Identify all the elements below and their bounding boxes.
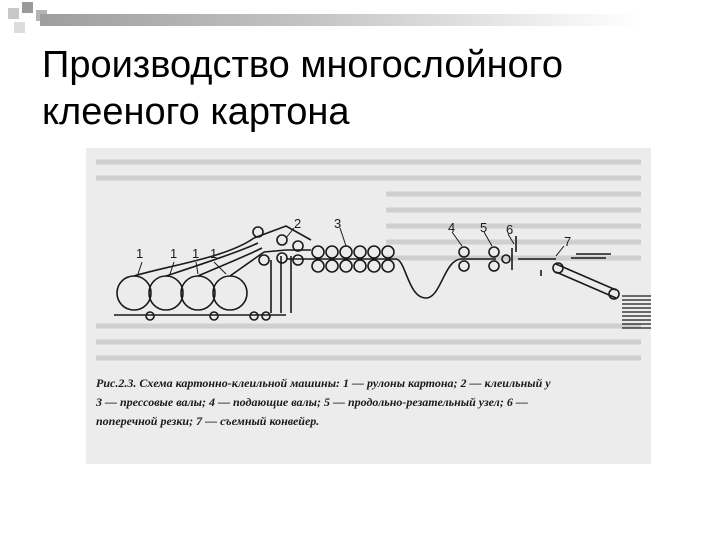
- sheet-stack: [622, 295, 651, 329]
- faded-background-text: [96, 159, 641, 361]
- label-press-rollers: 3: [334, 216, 341, 231]
- label-glue-unit: 2: [294, 216, 301, 231]
- web-loop: [395, 258, 496, 299]
- web-paths: [133, 225, 312, 313]
- label-roll-1: 1: [136, 246, 143, 261]
- label-feed-rollers: 4: [448, 220, 455, 235]
- glue-unit-rollers: [145, 226, 304, 321]
- slide-title: Производство многослойного клееного карт…: [42, 42, 682, 136]
- label-cross-cutter: 6: [506, 222, 513, 237]
- machine-diagram: 1 1 1 1 2 3 4 5 6 7: [96, 159, 651, 361]
- cardboard-rolls: [116, 275, 248, 311]
- label-roll-3: 1: [192, 246, 199, 261]
- label-slitter: 5: [480, 220, 487, 235]
- caption-line-1: Рис.2.3. Схема картонно-клеильной машины…: [96, 376, 551, 390]
- deco-square: [14, 22, 25, 33]
- slide-title-line-1: Производство многослойного: [42, 44, 563, 86]
- deco-square: [22, 2, 33, 13]
- caption-line-2: 3 — прессовые валы; 4 — подающие валы; 5…: [96, 395, 528, 409]
- figure-caption: Рис.2.3. Схема картонно-клеильной машины…: [96, 374, 651, 431]
- stacking-conveyor: [518, 253, 620, 300]
- label-roll-4: 1: [210, 246, 217, 261]
- slitter-unit: [488, 246, 511, 272]
- caption-line-3: поперечной резки; 7 — съемный конвейер.: [96, 414, 320, 428]
- cross-cutter: [511, 236, 517, 270]
- label-leaders: [137, 227, 565, 275]
- press-rollers: [311, 245, 395, 273]
- deco-square: [8, 8, 19, 19]
- label-roll-2: 1: [170, 246, 177, 261]
- label-conveyor: 7: [564, 234, 571, 249]
- title-gradient-bar: [40, 14, 640, 26]
- feed-rollers: [458, 246, 470, 272]
- slide-title-line-2: клееного картона: [42, 91, 350, 133]
- machine-diagram-figure: 1 1 1 1 2 3 4 5 6 7 Рис.2.3. Схема карто…: [86, 148, 651, 464]
